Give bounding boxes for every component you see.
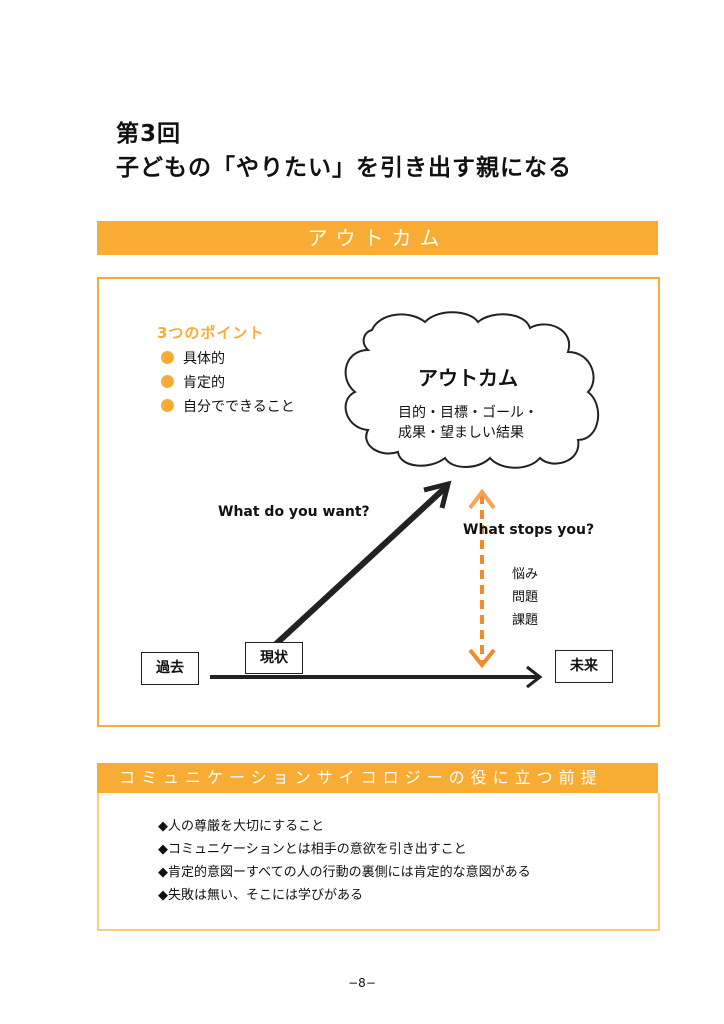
premise-item: ◆コミュニケーションとは相手の意欲を引き出すこと	[158, 842, 467, 857]
want-label: What do you want?	[218, 504, 370, 520]
want-arrowhead	[423, 480, 452, 509]
lesson-number: 第3回	[116, 121, 182, 147]
future-label: 未来	[555, 650, 613, 683]
obstacle-item: 課題	[512, 613, 539, 628]
point-item: 肯定的	[183, 375, 225, 391]
section-header-premises: コミュニケーションサイコロジーの役に立つ前提	[97, 763, 658, 793]
bullet-icon	[161, 399, 174, 412]
points-title: 3つのポイント	[157, 324, 265, 342]
page-title: 子どもの「やりたい」を引き出す親になる	[116, 155, 572, 181]
section-header-outcome: アウトカム	[97, 221, 658, 255]
past-label: 過去	[141, 652, 199, 685]
stops-label: What stops you?	[463, 522, 595, 538]
cloud-line2: 成果・望ましい結果	[398, 425, 524, 441]
want-arrow	[273, 484, 449, 647]
point-item: 自分でできること	[183, 399, 295, 415]
cloud-title: アウトカム	[418, 366, 518, 390]
point-item: 具体的	[183, 351, 225, 367]
cloud-line1: 目的・目標・ゴール・	[398, 405, 538, 421]
timeline-arrowhead	[526, 665, 543, 689]
bullet-icon	[161, 351, 174, 364]
outcome-diagram-box	[97, 277, 660, 727]
premise-item: ◆失敗は無い、そこには学びがある	[158, 888, 363, 903]
premise-item: ◆肯定的意図ーすべての人の行動の裏側には肯定的な意図がある	[158, 865, 531, 880]
present-label: 現状	[245, 642, 303, 674]
premise-item: ◆人の尊厳を大切にすること	[158, 819, 325, 834]
page-number: −8−	[348, 976, 376, 990]
cloud-shape	[344, 311, 600, 469]
obstacle-item: 悩み	[512, 567, 539, 582]
premises-box	[97, 793, 660, 931]
bullet-icon	[161, 375, 174, 388]
obstacle-item: 問題	[512, 590, 539, 605]
